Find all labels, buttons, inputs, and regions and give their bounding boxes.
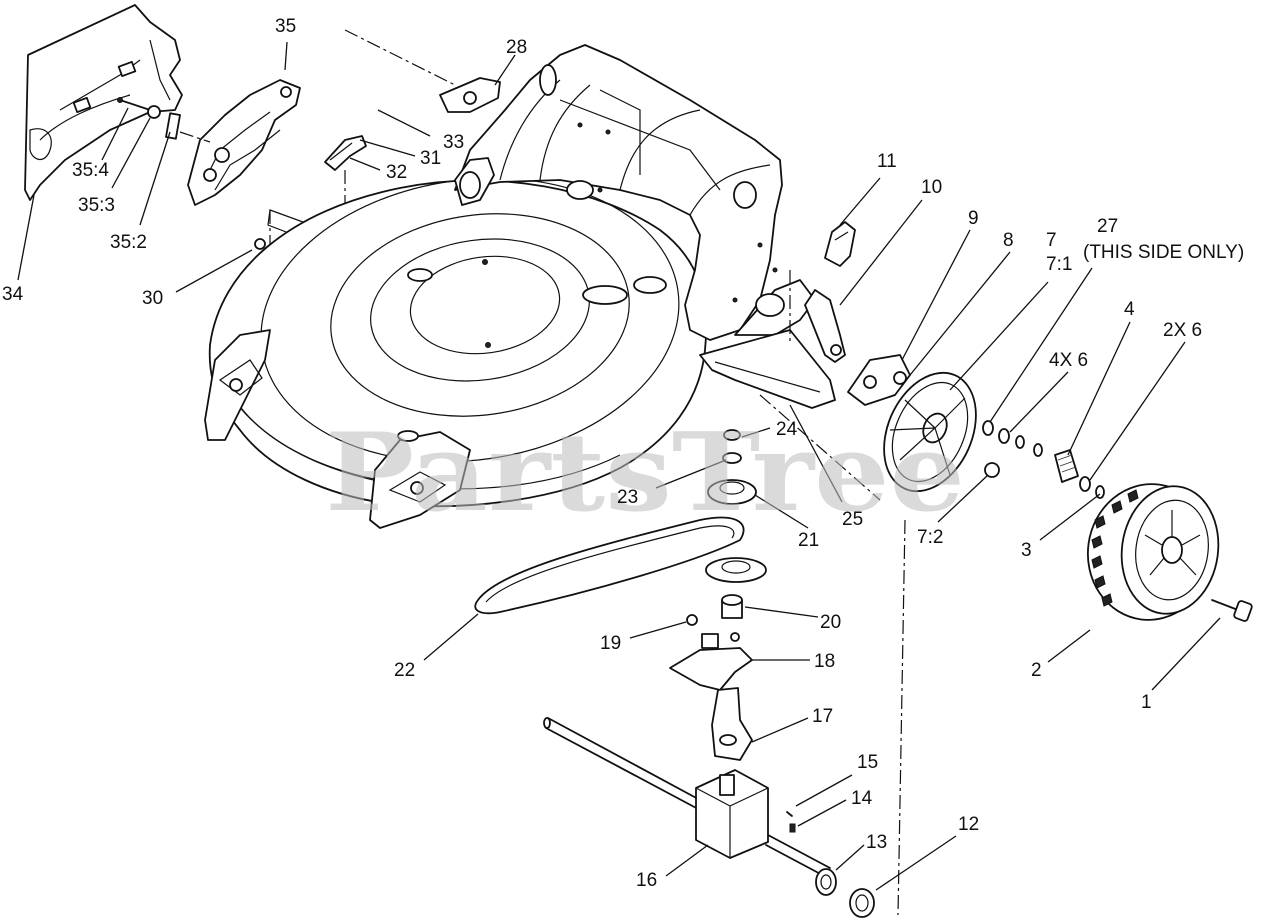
part-gearbox-16 (543, 717, 831, 879)
callout-23: 23 (617, 487, 638, 508)
callout-32: 32 (386, 162, 407, 183)
callout-13: 13 (866, 832, 887, 853)
callout-16: 16 (636, 870, 657, 891)
part-clip-32 (324, 135, 367, 171)
part-bolt-1 (1211, 599, 1253, 622)
callout-10: 10 (921, 177, 942, 198)
callout-2x6: 2X 6 (1163, 320, 1202, 341)
callout-27-note: (THIS SIDE ONLY) (1083, 242, 1244, 263)
part-lever-17 (711, 687, 753, 761)
part-pulley-21 (707, 479, 757, 505)
part-washers-axle (982, 420, 1105, 499)
part-nut-19 (686, 614, 698, 626)
part-drive-pulley (705, 557, 767, 583)
part-washer-23 (722, 452, 742, 464)
callout-2: 2 (1031, 660, 1042, 681)
callout-27: 27 (1097, 216, 1118, 237)
part-wheel-2 (1086, 483, 1220, 621)
part-rear-housing (439, 44, 836, 409)
part-pin-15 (786, 811, 793, 817)
part-gear-13 (815, 868, 837, 896)
part-knob-11 (824, 221, 856, 267)
leader-lines (17, 41, 1221, 891)
part-bracket-18 (669, 632, 753, 691)
part-bearing-12 (849, 888, 875, 918)
part-mower-deck (204, 177, 708, 529)
part-plate-35-2 (165, 112, 181, 140)
callout-24: 24 (776, 419, 798, 440)
callout-25: 25 (842, 509, 863, 530)
part-rear-flap (24, 4, 183, 201)
callout-3: 3 (1021, 540, 1032, 561)
callout-4x6: 4X 6 (1049, 350, 1088, 371)
part-lever-10 (804, 289, 846, 363)
part-key-14 (789, 823, 796, 833)
callout-35-4: 35:4 (72, 160, 109, 181)
callout-labels: 35 35:4 35:3 35:2 34 33 31 32 30 28 11 1… (2, 16, 1244, 891)
callout-35-3: 35:3 (78, 195, 115, 216)
callout-31: 31 (420, 148, 441, 169)
callout-21: 21 (798, 530, 819, 551)
part-handle-bracket-35 (187, 79, 301, 206)
callout-34: 34 (2, 284, 24, 305)
callout-35-2: 35:2 (110, 232, 147, 253)
part-belt-22 (474, 516, 745, 615)
part-drive-gear-7 (883, 371, 977, 493)
callout-19: 19 (600, 633, 621, 654)
callout-12: 12 (958, 814, 979, 835)
callout-28: 28 (506, 37, 527, 58)
callout-15: 15 (857, 752, 878, 773)
part-screw-35-4 (117, 97, 161, 119)
part-spacer-20 (721, 594, 743, 619)
callout-7-2: 7:2 (917, 527, 943, 548)
callout-33: 33 (443, 132, 464, 153)
callout-35: 35 (275, 16, 296, 37)
callout-20: 20 (820, 612, 841, 633)
watermark: PartsTree (325, 410, 965, 536)
callout-18: 18 (814, 651, 835, 672)
callout-7-1: 7:1 (1046, 254, 1072, 275)
callout-7: 7 (1046, 230, 1057, 251)
callout-1: 1 (1141, 692, 1152, 713)
callout-4: 4 (1124, 299, 1135, 320)
callout-17: 17 (812, 706, 833, 727)
part-nut-24 (723, 429, 741, 441)
callout-8: 8 (1003, 230, 1014, 251)
callout-22: 22 (394, 660, 415, 681)
callout-9: 9 (968, 208, 979, 229)
part-washer-7-2 (984, 462, 1000, 478)
callout-14: 14 (851, 788, 873, 809)
callout-30: 30 (142, 288, 163, 309)
callout-11: 11 (877, 151, 897, 172)
